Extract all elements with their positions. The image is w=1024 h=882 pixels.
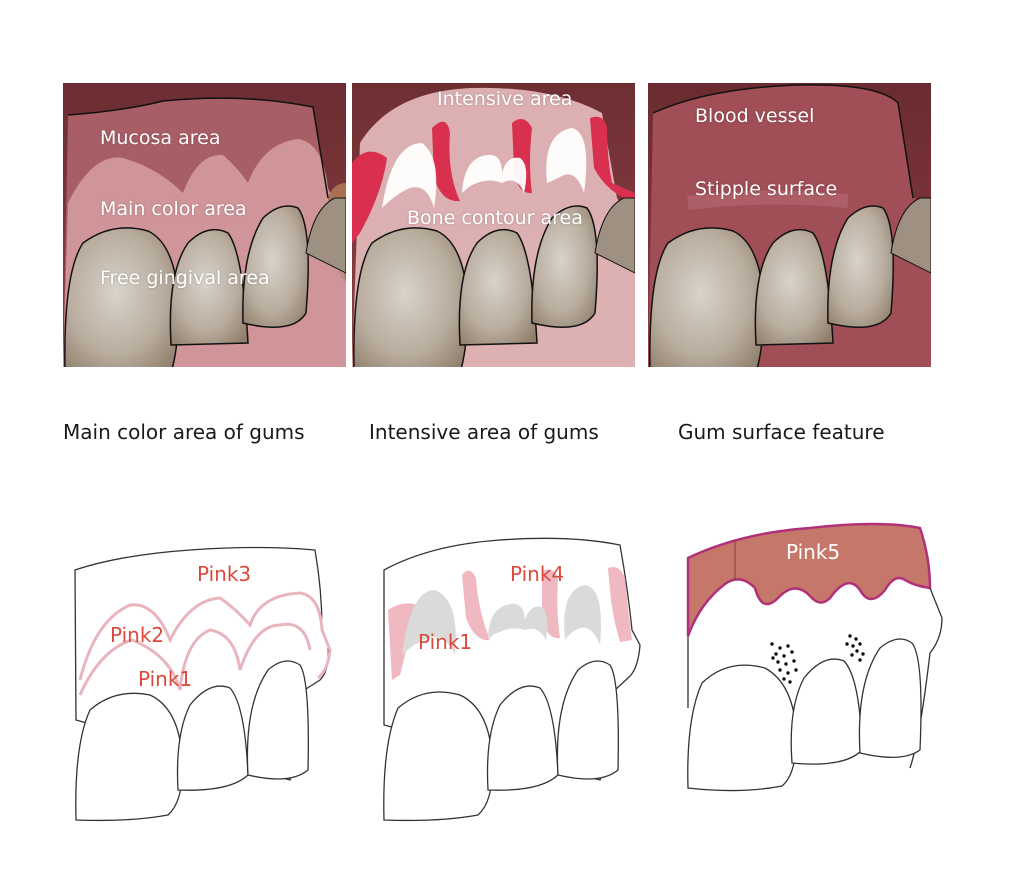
label-pink1-b: Pink1 — [418, 630, 473, 654]
label-pink3: Pink3 — [197, 562, 252, 586]
drawing-surface — [686, 522, 943, 792]
label-pink2: Pink2 — [110, 623, 165, 647]
label-intensive-area: Intensive area — [437, 88, 573, 110]
label-stipple-surface: Stipple surface — [695, 178, 838, 200]
label-mucosa-area: Mucosa area — [100, 127, 221, 149]
photo-intensive: Intensive area Bone contour area — [352, 83, 635, 367]
label-free-gingival-area: Free gingival area — [100, 267, 270, 289]
caption-main-color-area: Main color area of gums — [63, 420, 305, 444]
label-pink5: Pink5 — [786, 540, 841, 564]
label-pink1-a: Pink1 — [138, 667, 193, 691]
drawing-intensive — [383, 537, 641, 822]
label-pink4: Pink4 — [510, 562, 565, 586]
photo-surface-image — [648, 83, 931, 367]
label-main-color-area: Main color area — [100, 198, 247, 220]
photo-main-color-image — [63, 83, 346, 367]
caption-intensive-area: Intensive area of gums — [369, 420, 599, 444]
photo-intensive-image — [352, 83, 635, 367]
photo-main-color: Mucosa area Main color area Free gingiva… — [63, 83, 346, 367]
label-bone-contour-area: Bone contour area — [407, 207, 583, 229]
drawing-main-color — [74, 546, 332, 822]
label-blood-vessel: Blood vessel — [695, 105, 815, 127]
caption-gum-surface: Gum surface feature — [678, 420, 885, 444]
photo-surface: Blood vessel Stipple surface — [648, 83, 931, 367]
